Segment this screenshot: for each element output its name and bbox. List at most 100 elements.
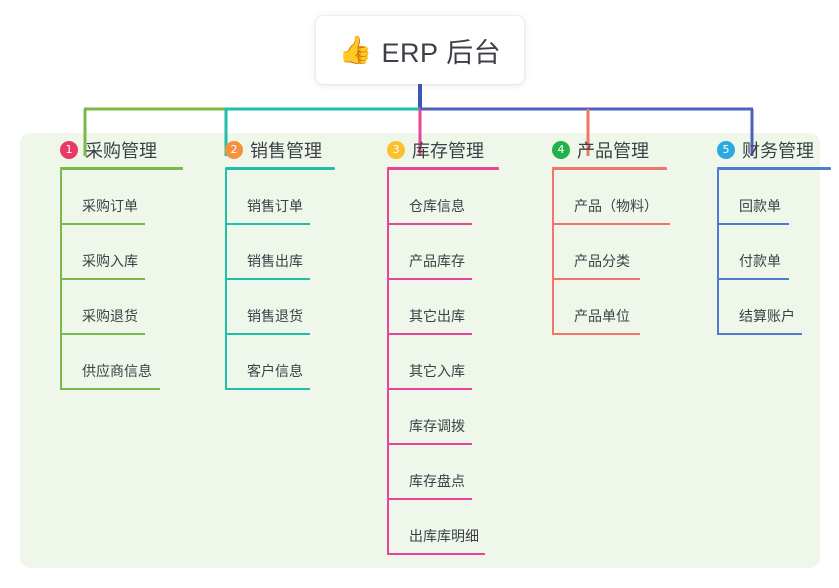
column-header-rule-3 — [387, 167, 499, 170]
column-header-4[interactable]: 4 产品管理 — [530, 133, 698, 167]
list-item[interactable]: 销售订单 — [225, 170, 365, 225]
list-item-label: 产品（物料） — [574, 198, 658, 214]
list-item-label: 产品单位 — [574, 308, 630, 324]
column-items-2: 销售订单销售出库销售退货客户信息 — [225, 170, 365, 390]
list-item-label: 回款单 — [739, 198, 781, 214]
list-item[interactable]: 采购订单 — [60, 170, 200, 225]
list-item-rule — [387, 443, 472, 445]
list-item[interactable]: 其它入库 — [387, 335, 530, 390]
column-header-rule-5 — [717, 167, 831, 170]
list-item[interactable]: 其它出库 — [387, 280, 530, 335]
column-4: 4 产品管理产品（物料） 产品分类产品单位 — [530, 133, 698, 335]
list-item-rule — [60, 223, 145, 225]
list-item-rule — [225, 278, 310, 280]
root-node-erp-backend[interactable]: 👍 ERP 后台 — [316, 16, 524, 84]
column-badge-3: 3 — [387, 141, 405, 159]
list-item-label: 其它出库 — [409, 308, 465, 324]
list-item-rule — [225, 388, 310, 390]
list-item[interactable]: 结算账户 — [717, 280, 839, 335]
list-item[interactable]: 销售退货 — [225, 280, 365, 335]
list-item[interactable]: 产品库存 — [387, 225, 530, 280]
column-badge-1: 1 — [60, 141, 78, 159]
list-item-rule — [717, 278, 789, 280]
list-item-rule — [552, 223, 670, 225]
list-item-label: 结算账户 — [739, 308, 795, 324]
list-item-label: 销售订单 — [247, 198, 303, 214]
column-spine-3 — [387, 170, 389, 555]
column-title-4: 产品管理 — [577, 141, 649, 161]
column-5: 5 财务管理回款单付款单结算账户 — [695, 133, 839, 335]
list-item-label: 付款单 — [739, 253, 781, 269]
list-item-rule — [717, 223, 789, 225]
list-item-rule — [387, 388, 472, 390]
list-item[interactable]: 产品单位 — [552, 280, 698, 335]
column-header-5[interactable]: 5 财务管理 — [695, 133, 839, 167]
list-item-label: 库存盘点 — [409, 473, 465, 489]
list-item-label: 采购退货 — [82, 308, 138, 324]
column-badge-5: 5 — [717, 141, 735, 159]
list-item-rule — [387, 333, 472, 335]
list-item-label: 其它入库 — [409, 363, 465, 379]
list-item-label: 产品库存 — [409, 253, 465, 269]
list-item[interactable]: 库存调拨 — [387, 390, 530, 445]
column-spine-5 — [717, 170, 719, 335]
column-1: 1 采购管理采购订单采购入库采购退货供应商信息 — [38, 133, 200, 390]
list-item-rule — [60, 388, 160, 390]
column-header-rule-1 — [60, 167, 183, 170]
list-item[interactable]: 回款单 — [717, 170, 839, 225]
list-item-label: 库存调拨 — [409, 418, 465, 434]
list-item-rule — [717, 333, 802, 335]
column-badge-4: 4 — [552, 141, 570, 159]
list-item-rule — [60, 278, 145, 280]
column-header-rule-4 — [552, 167, 667, 170]
list-item-rule — [387, 278, 472, 280]
list-item-rule — [225, 333, 310, 335]
list-item[interactable]: 付款单 — [717, 225, 839, 280]
list-item-label: 仓库信息 — [409, 198, 465, 214]
column-header-3[interactable]: 3 库存管理 — [365, 133, 530, 167]
list-item-rule — [225, 223, 310, 225]
list-item-label: 供应商信息 — [82, 363, 152, 379]
list-item[interactable]: 出库库明细 — [387, 500, 530, 555]
list-item-label: 客户信息 — [247, 363, 303, 379]
column-spine-1 — [60, 170, 62, 390]
list-item-rule — [387, 553, 485, 555]
column-2: 2 销售管理销售订单销售出库销售退货客户信息 — [203, 133, 365, 390]
list-item-rule — [552, 278, 640, 280]
list-item[interactable]: 销售出库 — [225, 225, 365, 280]
column-title-5: 财务管理 — [742, 141, 814, 161]
column-badge-2: 2 — [225, 141, 243, 159]
list-item[interactable]: 仓库信息 — [387, 170, 530, 225]
column-title-3: 库存管理 — [412, 141, 484, 161]
column-3: 3 库存管理仓库信息产品库存其它出库其它入库库存调拨库存盘点出库库明细 — [365, 133, 530, 555]
root-node-title: ERP 后台 — [381, 37, 502, 68]
column-header-2[interactable]: 2 销售管理 — [203, 133, 365, 167]
column-items-1: 采购订单采购入库采购退货供应商信息 — [60, 170, 200, 390]
list-item[interactable]: 客户信息 — [225, 335, 365, 390]
list-item-label: 产品分类 — [574, 253, 630, 269]
list-item[interactable]: 采购入库 — [60, 225, 200, 280]
column-header-rule-2 — [225, 167, 335, 170]
list-item[interactable]: 产品（物料） — [552, 170, 698, 225]
list-item-label: 销售出库 — [247, 253, 303, 269]
list-item-label: 采购入库 — [82, 253, 138, 269]
column-spine-4 — [552, 170, 554, 335]
list-item-label: 采购订单 — [82, 198, 138, 214]
list-item[interactable]: 采购退货 — [60, 280, 200, 335]
column-items-5: 回款单付款单结算账户 — [717, 170, 839, 335]
list-item-label: 销售退货 — [247, 308, 303, 324]
list-item[interactable]: 产品分类 — [552, 225, 698, 280]
list-item-rule — [60, 333, 145, 335]
column-title-2: 销售管理 — [250, 141, 322, 161]
column-header-1[interactable]: 1 采购管理 — [38, 133, 200, 167]
list-item-rule — [387, 223, 472, 225]
list-item-label: 出库库明细 — [409, 528, 479, 544]
column-spine-2 — [225, 170, 227, 390]
list-item[interactable]: 供应商信息 — [60, 335, 200, 390]
background-panel — [20, 133, 820, 568]
list-item-rule — [552, 333, 640, 335]
column-items-4: 产品（物料） 产品分类产品单位 — [552, 170, 698, 335]
column-title-1: 采购管理 — [85, 141, 157, 161]
list-item-rule — [387, 498, 472, 500]
list-item[interactable]: 库存盘点 — [387, 445, 530, 500]
